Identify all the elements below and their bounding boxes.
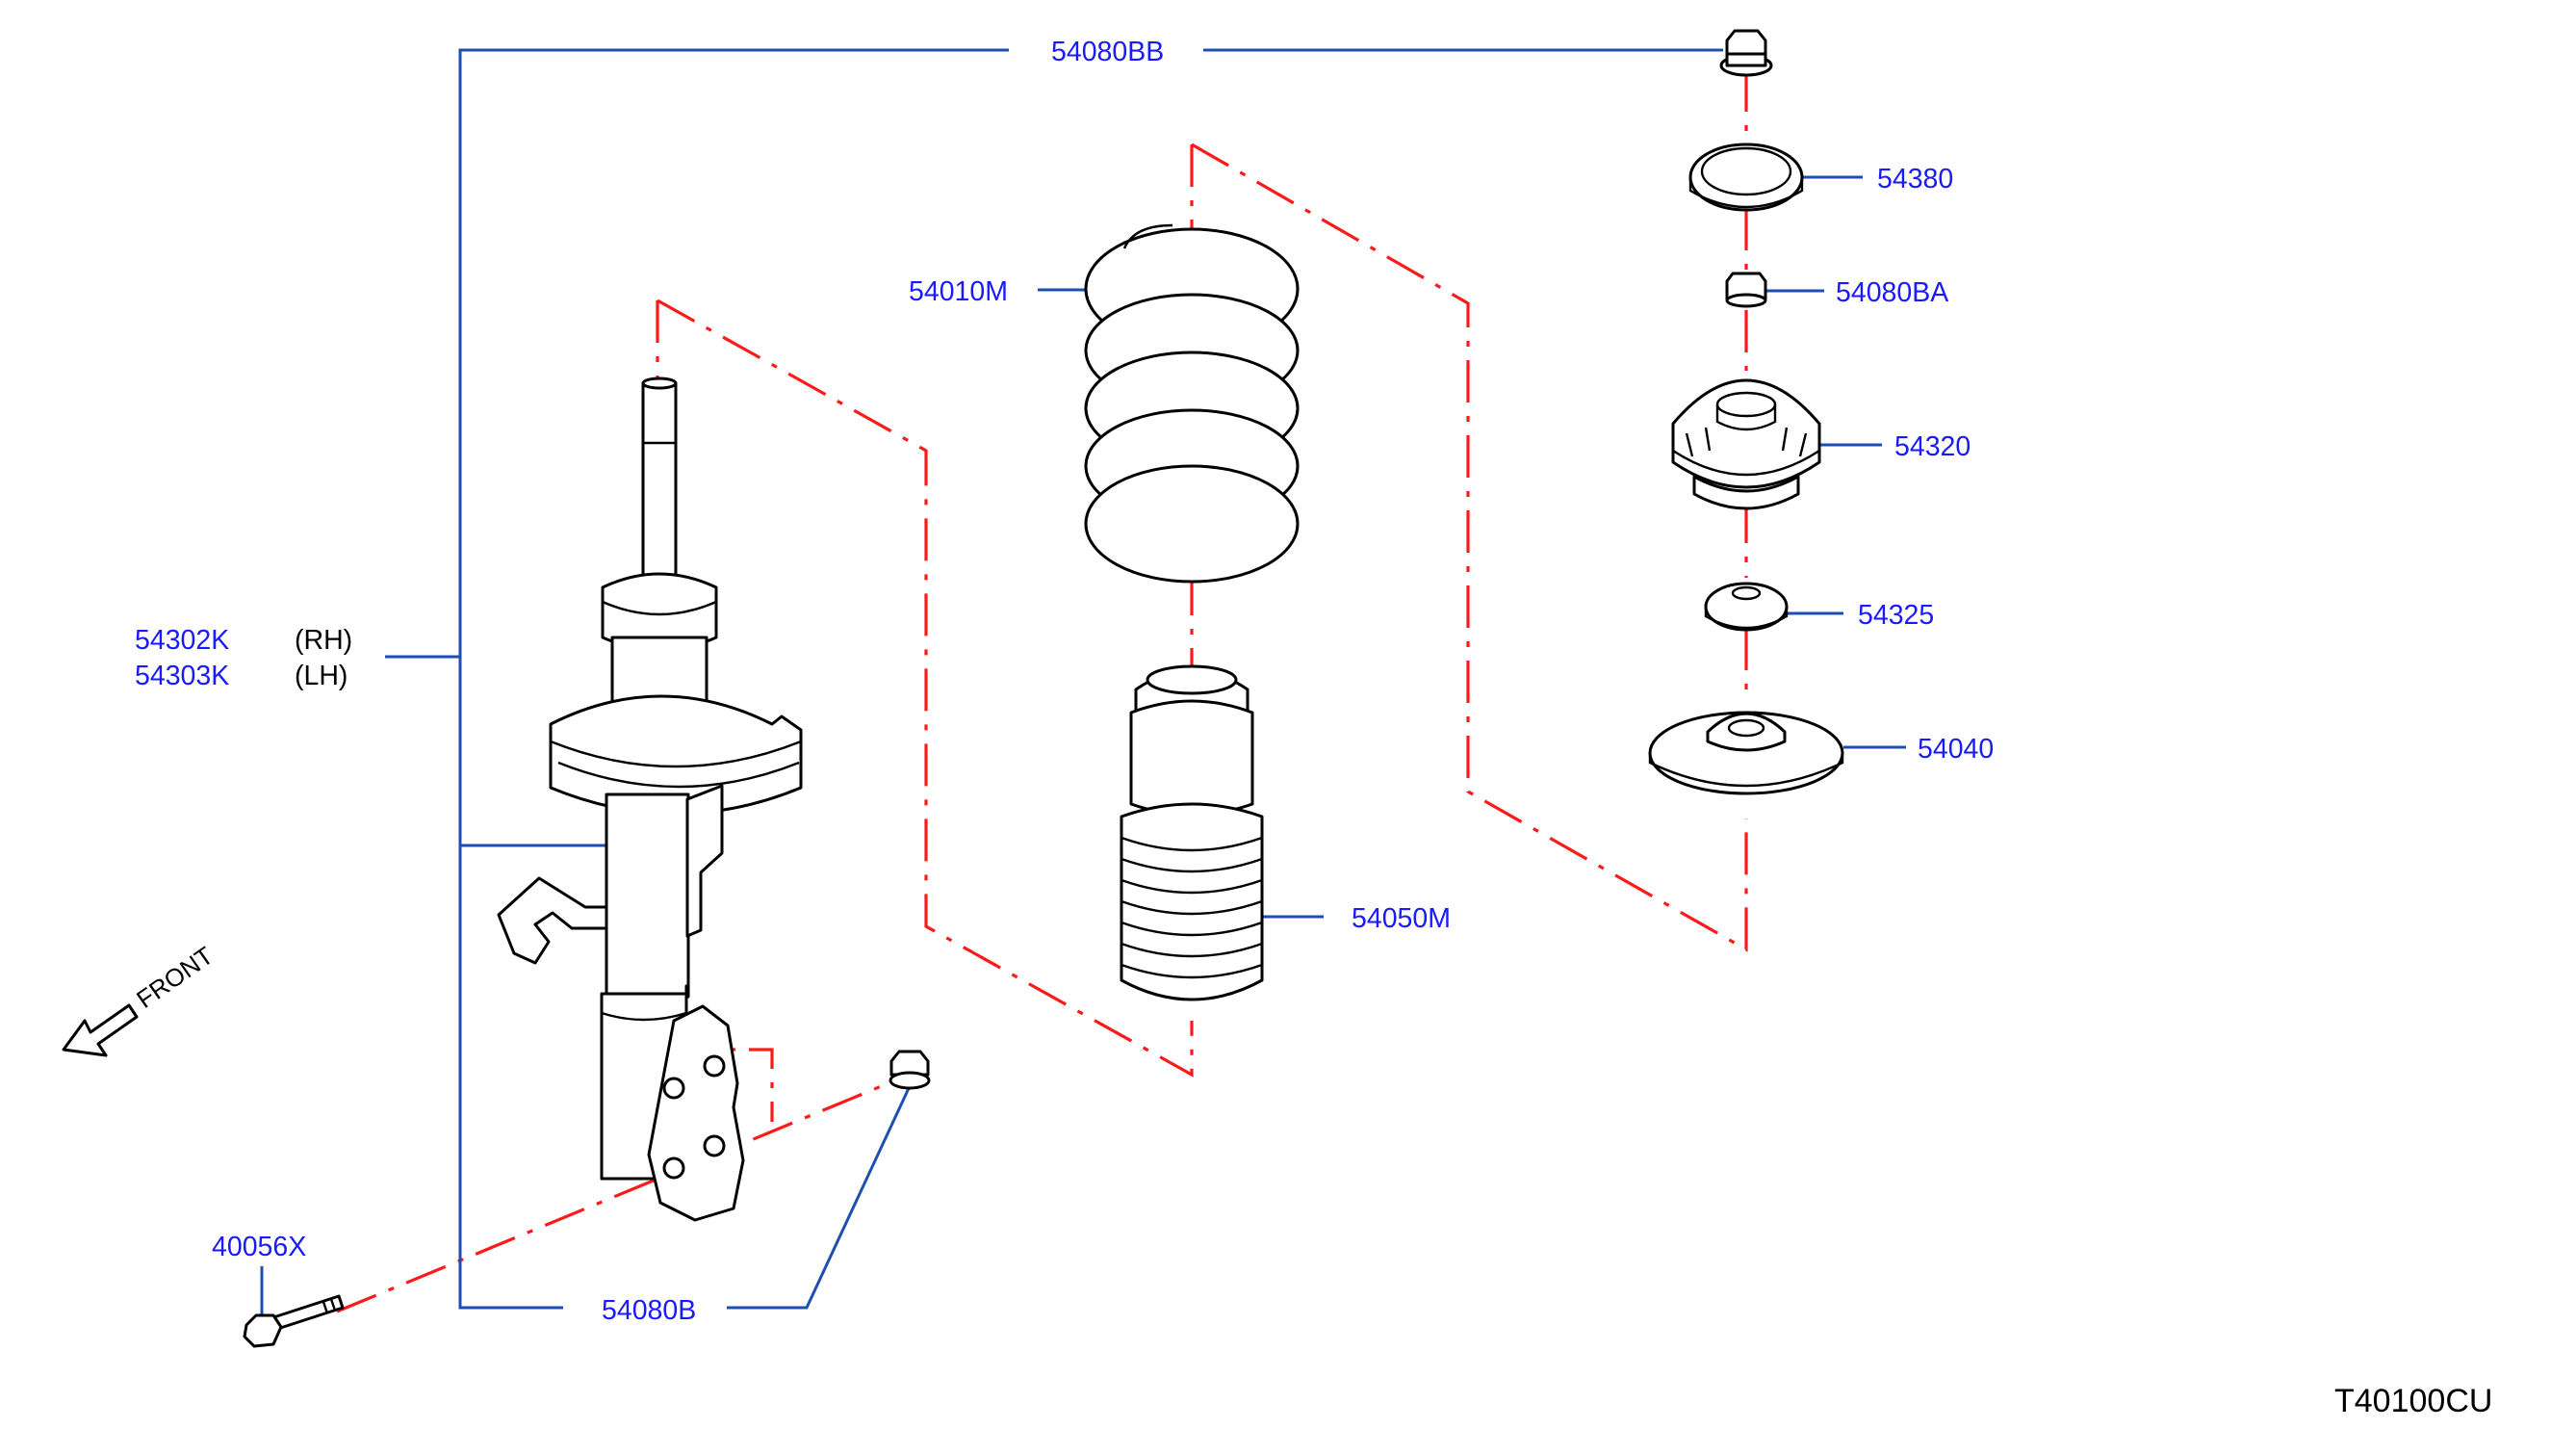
front-label: FRONT <box>131 941 219 1014</box>
center-lines <box>336 69 1748 1313</box>
part-labels: 54080BB 54380 54080BA 54320 54325 54040 … <box>135 37 1994 1326</box>
label-54010m[interactable]: 54010M <box>909 276 1008 307</box>
upper-washer-54380[interactable] <box>1688 143 1804 212</box>
bound-bumper[interactable] <box>1120 664 1264 1001</box>
label-54380[interactable]: 54380 <box>1877 164 1953 195</box>
label-54080ba[interactable]: 54080BA <box>1836 277 1948 308</box>
label-54080bb[interactable]: 54080BB <box>1051 37 1164 67</box>
label-54320[interactable]: 54320 <box>1894 431 1971 462</box>
label-54050m[interactable]: 54050M <box>1352 903 1451 934</box>
label-54080b[interactable]: 54080B <box>602 1295 696 1326</box>
front-arrow-icon <box>62 1003 139 1057</box>
lower-bolt-40056x[interactable] <box>243 1294 345 1348</box>
label-54302k[interactable]: 54302K <box>135 625 229 656</box>
spring-seat-54040[interactable] <box>1648 711 1844 795</box>
mount-insulator-54320[interactable] <box>1671 378 1821 510</box>
bushing-54325[interactable] <box>1704 582 1789 632</box>
label-54040[interactable]: 54040 <box>1918 734 1994 765</box>
assembly-nut-54080bb[interactable] <box>1719 29 1773 77</box>
label-54325[interactable]: 54325 <box>1858 600 1934 631</box>
leader-lines <box>260 48 1906 1319</box>
lower-nut-54080b[interactable] <box>889 1050 931 1090</box>
diagram-code: T40100CU <box>2334 1383 2492 1419</box>
label-lh: (LH) <box>295 661 348 691</box>
label-rh: (RH) <box>295 625 352 656</box>
coil-spring[interactable] <box>1084 223 1300 584</box>
label-54303k[interactable]: 54303K <box>135 661 229 691</box>
label-40056x[interactable]: 40056X <box>212 1232 306 1262</box>
strut-assembly[interactable] <box>497 377 803 1222</box>
upper-nut-54080ba[interactable] <box>1725 272 1767 308</box>
